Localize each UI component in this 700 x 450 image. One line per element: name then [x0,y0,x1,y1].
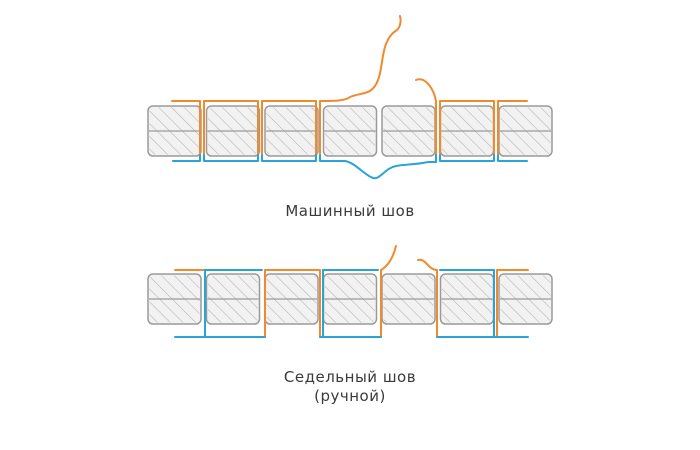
bottom-thread [172,154,201,162]
top-thread [264,269,321,338]
top-thread [417,258,438,338]
leather-block [498,105,553,157]
leather-block [322,273,378,325]
leather-block [147,105,202,157]
bottom-thread [497,154,528,162]
bottom-thread [261,154,317,162]
leather-block [498,273,553,325]
leather-block [439,273,495,325]
top-thread [203,100,259,156]
top-thread [497,100,528,156]
leather-block [439,105,495,157]
top-thread [415,78,437,156]
top-thread [496,269,529,338]
top-thread [261,100,317,156]
bottom-thread [319,154,437,180]
leather-block [381,273,436,325]
saddle-seam-caption: Седельный шов [283,368,417,386]
leather-block [205,105,261,157]
leather-block [381,105,436,157]
machine-seam-caption: Машинный шов [285,202,415,220]
top-thread [319,15,402,156]
saddle-seam-caption-note: (ручной) [314,387,386,405]
bottom-thread [439,154,495,162]
leather-block [205,273,261,325]
leather-block [147,273,202,325]
top-thread [439,100,495,156]
bottom-thread [439,269,495,338]
leather-block [264,105,319,157]
saddle-seam-panel [147,245,553,338]
top-thread [380,245,397,338]
leather-block [322,105,378,157]
leather-block [264,273,319,325]
machine-seam-panel [147,15,553,180]
top-thread [171,100,201,156]
bottom-thread [203,154,259,162]
